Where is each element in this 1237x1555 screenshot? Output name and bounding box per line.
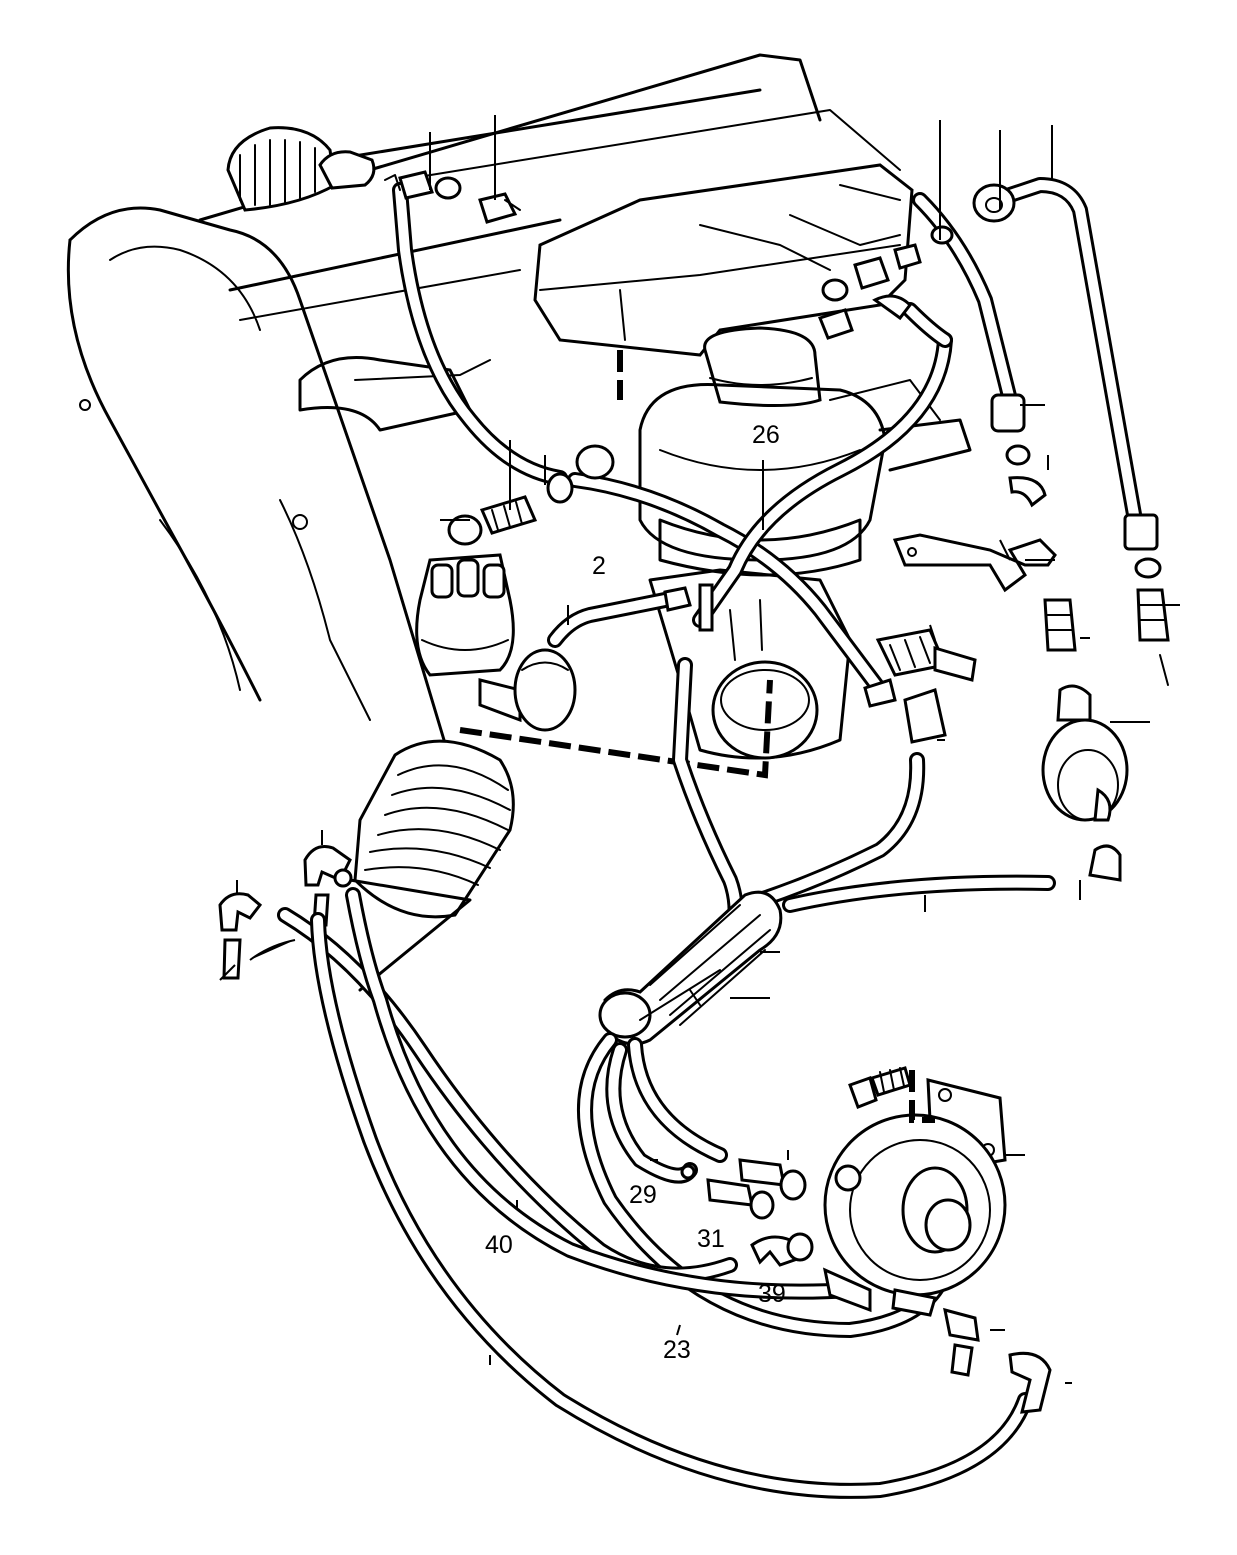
mid-left-fittings: [447, 444, 615, 546]
callout-39: 39: [758, 1280, 786, 1308]
distributor-cap: [415, 553, 522, 723]
hose-left-upper: [384, 174, 568, 486]
mounting-bracket: [892, 533, 1057, 593]
throttle-housing: [638, 326, 972, 577]
lower-intake-housing: [648, 568, 852, 760]
dashed-mount-line: [459, 679, 773, 779]
left-elbows: [218, 845, 353, 981]
intake-connectors: [818, 225, 954, 340]
callout-40: 40: [485, 1231, 513, 1259]
callout-29: 29: [629, 1181, 657, 1209]
thermo-valve: [863, 628, 977, 744]
callout-31: 31: [697, 1225, 725, 1253]
air-intake-box: [533, 163, 914, 357]
oil-filler-cap: [226, 126, 376, 212]
leader-lines: [236, 115, 1180, 1384]
small-hose-2: [547, 583, 714, 648]
long-left-hoses: [277, 887, 1033, 1499]
hose-crossing: [567, 302, 953, 698]
pump-fittings: [680, 1158, 1052, 1414]
mid-vacuum-pipe: [912, 192, 1077, 652]
vacuum-diaphragm-right: [1041, 684, 1129, 882]
top-left-fittings: [398, 170, 521, 224]
pump-bolt: [848, 1066, 935, 1123]
engine-block: [66, 53, 901, 762]
right-vacuum-pipe: [972, 177, 1170, 686]
callout-26: 26: [752, 421, 780, 449]
callout-23: 23: [663, 1336, 691, 1364]
vacuum-unit-left: [513, 648, 577, 732]
air-pump: [822, 1078, 1007, 1317]
callout-2: 2: [592, 552, 606, 580]
protective-sleeve: [598, 890, 783, 1046]
intake-boot: [348, 739, 515, 992]
